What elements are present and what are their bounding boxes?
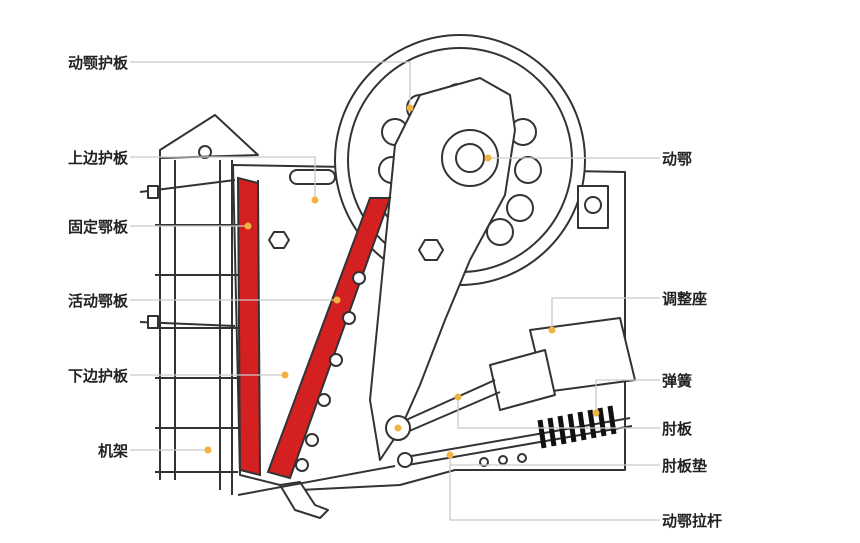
- fixed-jaw-plate-red: [236, 176, 262, 477]
- spring-coils: [537, 405, 617, 449]
- movable-jaw-plate-red: [266, 197, 392, 480]
- label-fixed-jaw-plate: 固定鄂板: [67, 218, 128, 236]
- label-upper-side-guard: 上边护板: [67, 149, 128, 167]
- label-moving-jaw: 动鄂: [662, 150, 693, 168]
- leader-dots: [204, 104, 600, 459]
- label-dynamic-jaw-guard: 动颚护板: [67, 54, 128, 72]
- label-jaw-tie-rod: 动鄂拉杆: [662, 512, 723, 530]
- label-toggle-pad: 肘板垫: [662, 457, 708, 475]
- leader-lines: [130, 61, 660, 521]
- label-frame: 机架: [97, 442, 128, 460]
- label-lower-side-guard: 下边护板: [67, 367, 128, 385]
- label-toggle-plate: 肘板: [662, 420, 693, 438]
- label-spring: 弹簧: [662, 372, 693, 390]
- label-movable-jaw-plate: 活动鄂板: [67, 292, 128, 310]
- label-adjusting-seat: 调整座: [662, 290, 708, 308]
